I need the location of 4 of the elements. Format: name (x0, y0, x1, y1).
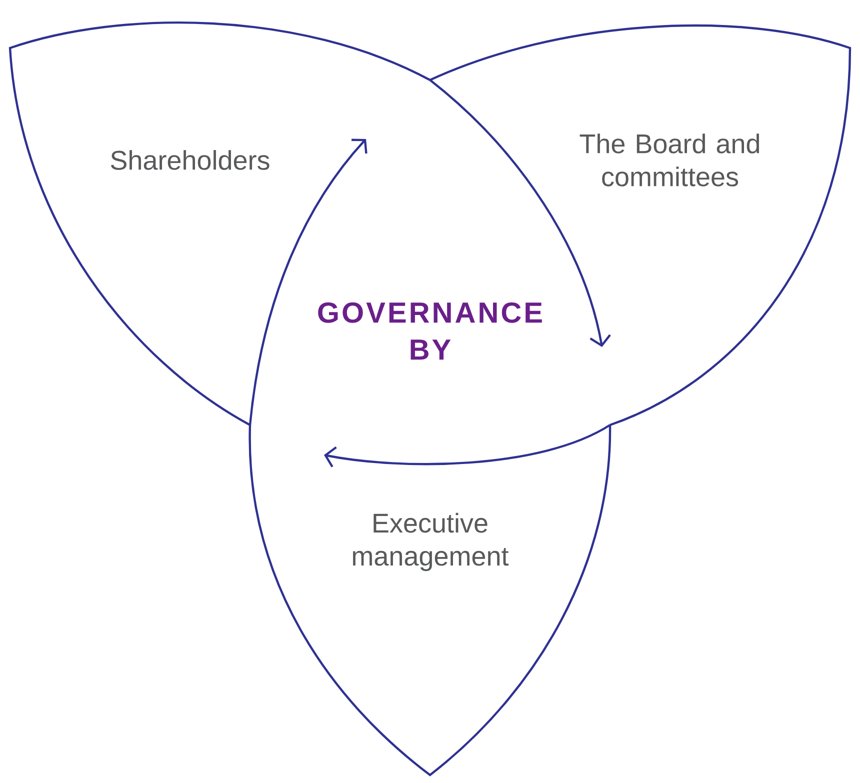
heading: GOVERNANCE BY (318, 302, 542, 360)
curved-arrow (429, 79, 611, 347)
curved-arrow (324, 424, 611, 468)
curved-arrow (248, 138, 368, 426)
